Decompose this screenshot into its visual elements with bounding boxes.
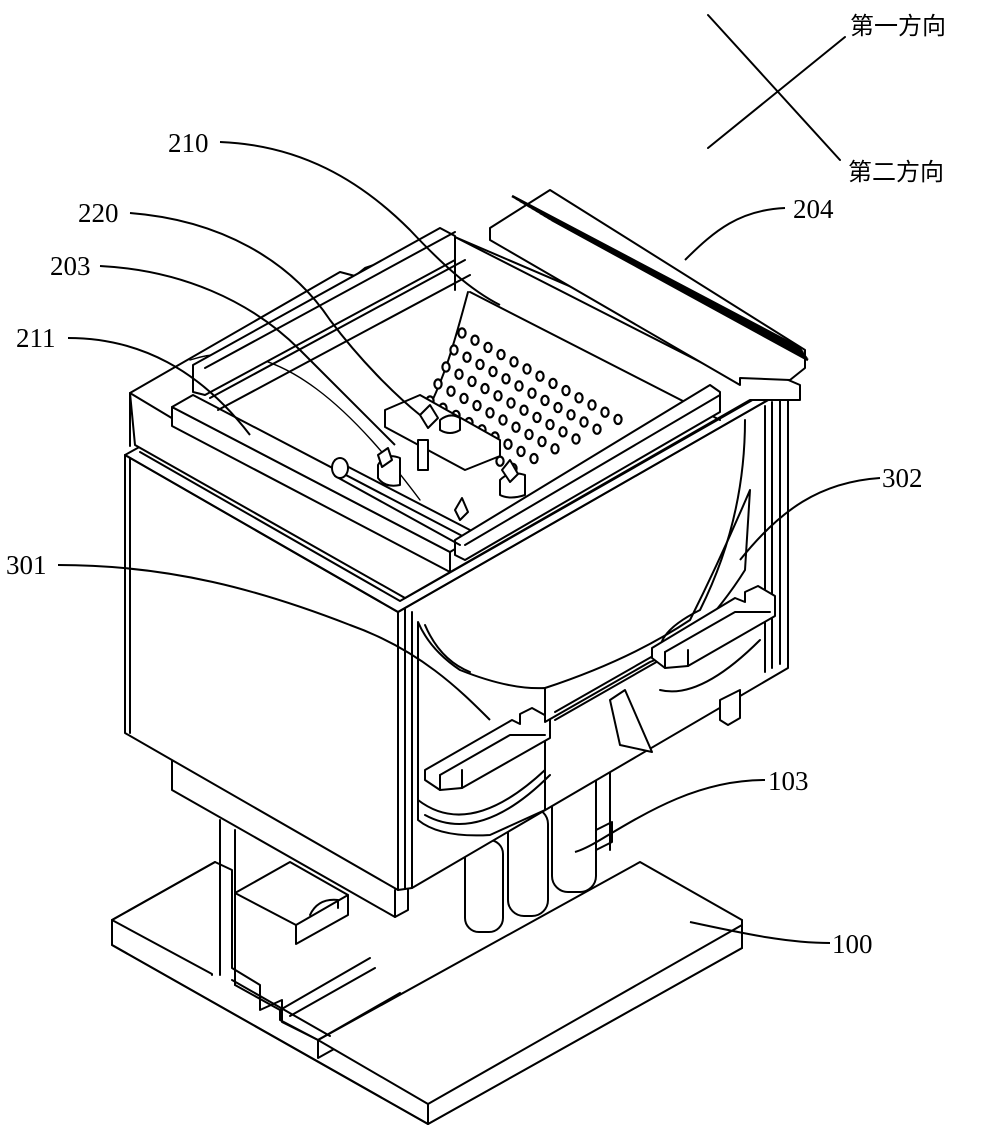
- rail-211: [171, 227, 471, 573]
- leader-204: [684, 207, 786, 261]
- rail-right: [454, 384, 721, 561]
- perforation-hole: [550, 443, 560, 455]
- perforation-hole: [459, 392, 469, 405]
- perforation-hole: [558, 426, 568, 438]
- perforation-hole: [506, 397, 516, 409]
- label-210: 210: [168, 128, 209, 158]
- perforation-hole: [548, 377, 558, 390]
- perforation-hole: [514, 380, 524, 392]
- perforation-hole: [511, 421, 521, 433]
- perforation-hole: [433, 378, 443, 390]
- perforation-hole: [537, 435, 547, 448]
- leader-302: [739, 477, 881, 561]
- label-302: 302: [882, 463, 923, 493]
- perforation-hole: [501, 373, 511, 385]
- second-direction-label: 第二方向: [848, 158, 944, 186]
- base-plate: [111, 819, 743, 1125]
- perforation-hole: [483, 341, 493, 354]
- label-301: 301: [6, 550, 47, 580]
- perforation-hole: [488, 365, 498, 378]
- perforation-hole: [524, 428, 534, 441]
- roller-shaft: [331, 394, 526, 546]
- leader-103: [574, 779, 766, 853]
- perforation-hole: [485, 407, 495, 419]
- second-direction-axis: [707, 14, 841, 161]
- label-211: 211: [16, 323, 56, 353]
- leader-lines: [57, 141, 881, 944]
- perforation-hole: [493, 390, 503, 402]
- perforation-hole: [475, 358, 485, 371]
- perforation-hole: [540, 394, 550, 407]
- perforation-hole: [441, 361, 451, 373]
- perforation-hole: [516, 445, 526, 458]
- perforation-hole: [462, 351, 472, 363]
- perforation-hole: [470, 334, 480, 346]
- perforation-hole: [574, 392, 584, 404]
- label-103: 103: [768, 766, 809, 796]
- perforation-hole: [509, 356, 519, 368]
- inner-tray-302: [544, 419, 776, 753]
- perforation-hole: [503, 438, 513, 450]
- leader-210: [219, 141, 501, 306]
- label-100: 100: [832, 929, 873, 959]
- leader-203: [99, 265, 396, 446]
- label-220: 220: [78, 198, 119, 228]
- perforation-hole: [449, 344, 459, 356]
- inner-tray-301: [417, 621, 551, 837]
- perforation-hole: [592, 423, 602, 435]
- perforation-hole: [522, 363, 532, 375]
- perforation-hole: [571, 433, 581, 445]
- perforation-hole: [454, 368, 464, 380]
- perforation-hole: [535, 370, 545, 382]
- perforation-hole: [498, 414, 508, 426]
- perforation-hole: [496, 348, 506, 361]
- rib-line: [551, 218, 809, 362]
- perforation-hole: [532, 411, 542, 424]
- ribbed-plate-204: [489, 189, 809, 386]
- perforation-hole: [561, 384, 571, 397]
- leader-301: [57, 564, 491, 721]
- perforation-hole: [566, 409, 576, 421]
- leader-211: [67, 337, 251, 436]
- perforation-hole: [467, 375, 477, 388]
- first-direction-label: 第一方向: [850, 12, 946, 40]
- first-direction-axis: [707, 36, 846, 149]
- perforation-hole: [600, 406, 610, 418]
- perforation-hole: [472, 399, 482, 412]
- leader-220: [129, 212, 421, 416]
- perforation-hole: [529, 452, 539, 465]
- perforation-hole: [480, 382, 490, 395]
- perforation-hole: [587, 399, 597, 411]
- perforation-hole: [519, 404, 529, 416]
- perforation-hole: [613, 413, 623, 426]
- perforation-hole: [527, 387, 537, 399]
- perforation-hole: [545, 418, 555, 431]
- perforation-hole: [579, 416, 589, 428]
- leader-100: [689, 921, 831, 944]
- reference-labels: 210 220 203 211 204 302 301 103 100: [6, 128, 923, 959]
- label-204: 204: [793, 194, 834, 224]
- perforation-hole: [457, 327, 467, 339]
- direction-indicator: 第一方向 第二方向: [707, 12, 946, 186]
- perforation-hole: [446, 385, 456, 397]
- perforation-hole: [553, 401, 563, 414]
- label-203: 203: [50, 251, 91, 281]
